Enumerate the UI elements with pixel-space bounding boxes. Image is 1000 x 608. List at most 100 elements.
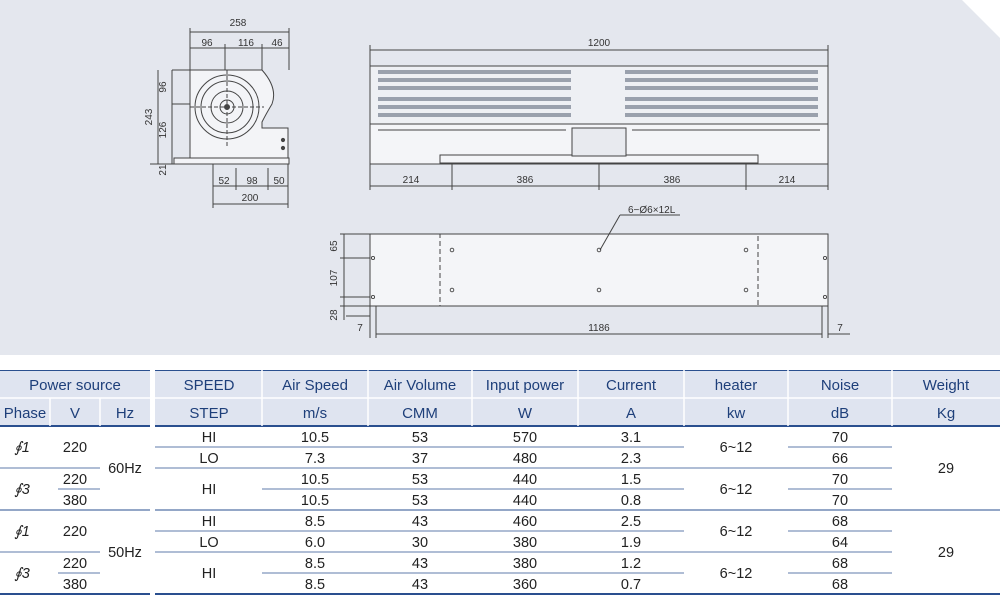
cell-input-power: 440 [513,493,537,509]
side-view [150,28,290,208]
table-rules [0,446,1000,595]
dim-width-mid: 116 [238,38,254,49]
cell-air-volume: 53 [412,472,428,488]
cell-air-volume: 43 [412,556,428,572]
header-heater-unit: kw [727,405,746,422]
cell-noise: 68 [832,514,848,530]
spec-table-canvas: Power source SPEED Air Speed Air Volume … [0,369,1000,595]
cell-noise: 70 [832,472,848,488]
cell-noise: 68 [832,556,848,572]
v-single-50: 220 [63,524,87,540]
dim-width-left: 96 [201,38,213,49]
dim-edge-right: 7 [837,323,843,334]
cell-air-speed: 10.5 [301,430,329,446]
v-three-b-60: 380 [63,493,87,509]
header-heater: heater [715,377,758,394]
header-input-power-unit: W [518,405,533,422]
cell-step: HI [202,514,217,530]
heater-b-60: 6~12 [720,482,753,498]
header-noise: Noise [821,377,859,394]
cell-current: 0.8 [621,493,641,509]
cell-current: 2.5 [621,514,641,530]
row-6: 8.5 43 380 1.2 68 [305,556,848,572]
row-3: 10.5 53 440 0.8 70 [301,493,848,509]
cell-current: 0.7 [621,577,641,593]
heater-a-60: 6~12 [720,440,753,456]
mount-holes [370,247,828,300]
phase-three-50: ∮3 [14,566,30,582]
dim-seg-2: 386 [517,175,534,186]
spec-table: Power source SPEED Air Speed Air Volume … [0,369,1000,603]
row-1: LO 7.3 37 480 2.3 66 [199,451,848,467]
row-2: 10.5 53 440 1.5 70 [301,472,848,488]
header-weight-unit: Kg [937,405,955,422]
cell-step: LO [199,451,218,467]
cell-air-volume: 53 [412,430,428,446]
dim-seg-3: 386 [664,175,681,186]
cell-air-speed: 8.5 [305,577,325,593]
cell-step: LO [199,535,218,551]
dim-bottom-right: 50 [273,176,285,187]
dim-height-bottom: 28 [329,309,340,321]
cell-noise: 68 [832,577,848,593]
cell-input-power: 380 [513,535,537,551]
header-air-volume-unit: CMM [402,405,438,422]
drawing-canvas: 258 96 116 46 243 96 126 21 52 98 50 200… [0,0,1000,355]
dim-width-total: 258 [230,18,247,29]
cell-current: 3.1 [621,430,641,446]
row-5: LO 6.0 30 380 1.9 64 [199,535,848,551]
cell-current: 1.5 [621,472,641,488]
dim-height-mid: 107 [329,269,340,286]
cell-current: 1.9 [621,535,641,551]
weight-60: 29 [938,461,954,477]
cell-air-volume: 53 [412,493,428,509]
cell-noise: 70 [832,430,848,446]
cell-input-power: 440 [513,472,537,488]
cell-air-speed: 10.5 [301,493,329,509]
v-single-60: 220 [63,440,87,456]
cell-air-speed: 7.3 [305,451,325,467]
cell-noise: 64 [832,535,848,551]
cell-input-power: 460 [513,514,537,530]
cell-air-volume: 37 [412,451,428,467]
phase-three-60: ∮3 [14,482,30,498]
header-noise-unit: dB [831,405,849,422]
phase-single-50: ∮1 [14,524,30,540]
cell-noise: 66 [832,451,848,467]
dim-width-right: 46 [271,38,283,49]
mount-view [340,214,850,338]
dim-bottom-mid: 98 [246,176,258,187]
step-three-60: HI [202,482,217,498]
dim-edge-left: 7 [357,323,363,334]
dim-seg-1: 214 [403,175,420,186]
dim-height-total: 243 [144,108,155,125]
row-4: HI 8.5 43 460 2.5 68 [202,514,848,530]
header-air-speed-unit: m/s [303,405,327,422]
header-step: STEP [189,405,228,422]
dim-length: 1200 [588,38,611,49]
cell-air-speed: 8.5 [305,556,325,572]
weight-50: 29 [938,545,954,561]
heater-a-50: 6~12 [720,524,753,540]
header-input-power: Input power [486,377,564,394]
v-three-b-50: 380 [63,577,87,593]
header-phase: Phase [4,405,47,422]
header-current: Current [606,377,657,394]
cell-air-volume: 43 [412,577,428,593]
hz-60: 60Hz [108,461,142,477]
step-three-50: HI [202,566,217,582]
header-weight: Weight [923,377,970,394]
technical-drawing: 258 96 116 46 243 96 126 21 52 98 50 200… [0,0,1000,355]
cell-air-speed: 10.5 [301,472,329,488]
cell-current: 2.3 [621,451,641,467]
dim-bottom-left: 52 [218,176,230,187]
v-three-a-60: 220 [63,472,87,488]
header-speed: SPEED [184,377,235,394]
cell-input-power: 380 [513,556,537,572]
cell-input-power: 480 [513,451,537,467]
cell-air-volume: 30 [412,535,428,551]
dim-base-height: 21 [158,164,169,176]
dim-seg-4: 214 [779,175,796,186]
row-0: HI 10.5 53 570 3.1 70 [202,430,848,446]
header-v: V [70,405,80,422]
